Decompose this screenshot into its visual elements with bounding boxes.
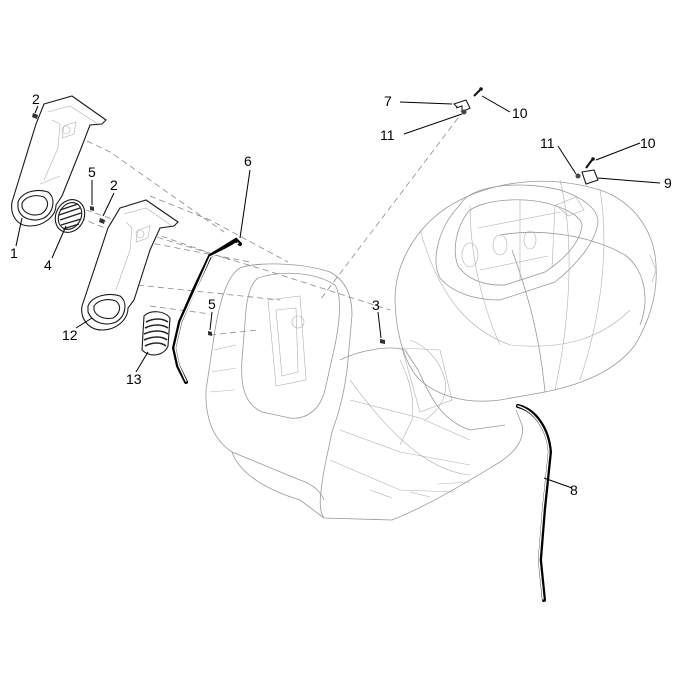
callout-2: 2: [32, 91, 40, 107]
callout-10: 10: [512, 105, 528, 121]
callout-6: 6: [244, 153, 252, 169]
scooter-frame-body: [205, 179, 657, 521]
callout-11: 11: [540, 135, 555, 151]
callout-8: 8: [570, 482, 578, 498]
callout-12: 12: [62, 327, 78, 343]
part-8-floor-strip: [516, 404, 553, 602]
callout-1: 1: [10, 245, 18, 261]
part-4-grille: [54, 199, 86, 233]
callout-7: 7: [384, 93, 392, 109]
callout-10: 10: [640, 135, 656, 151]
callout-9: 9: [664, 175, 672, 191]
part-13-horn-grille: [141, 311, 171, 356]
callout-3: 3: [372, 297, 380, 313]
callout-5: 5: [208, 296, 216, 312]
small-hardware: [32, 87, 599, 344]
callout-2: 2: [110, 177, 118, 193]
callout-labels: 1 2 2 3 4 5 5 6 7 8 9 10 10 11 11 12 13: [10, 91, 672, 498]
part-6-edge-strip: [171, 237, 242, 384]
callout-5: 5: [88, 164, 96, 180]
part-1-front-cover: [11, 95, 107, 227]
callout-4: 4: [44, 257, 52, 273]
callout-11: 11: [380, 127, 395, 143]
callout-leaders: [15, 95, 661, 489]
callout-13: 13: [126, 371, 142, 387]
part-12-lower-cover: [81, 199, 179, 331]
